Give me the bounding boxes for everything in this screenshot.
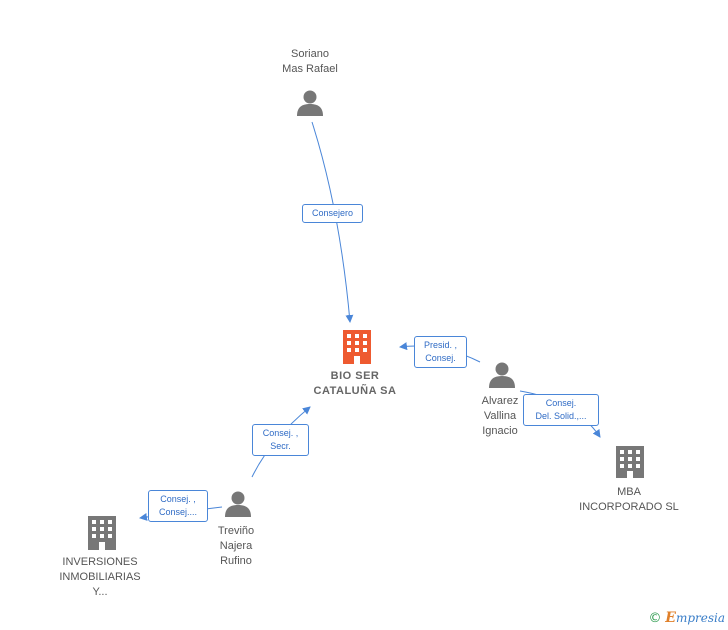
edge-label-consej-secr: Consej. , Secr.	[252, 424, 309, 456]
person-icon[interactable]	[225, 491, 251, 518]
building-icon[interactable]	[88, 516, 116, 550]
edge-label-consej-del-solid: Consej. Del. Solid.,...	[523, 394, 599, 426]
person-icon[interactable]	[297, 90, 323, 117]
edge-label-presid-consej: Presid. , Consej.	[414, 336, 467, 368]
person-icon[interactable]	[489, 362, 515, 389]
node-label-bio-ser[interactable]: BIO SER CATALUÑA SA	[313, 370, 397, 397]
node-label-trevino[interactable]: Treviño Najera Rufino	[217, 525, 255, 567]
brand-logo-letter: E	[665, 610, 676, 626]
copyright-symbol: ©	[648, 611, 662, 626]
edge-label-consejero: Consejero	[302, 204, 363, 223]
node-label-alvarez[interactable]: Alvarez Vallina Ignacio	[481, 395, 519, 437]
node-label-mba[interactable]: MBA INCORPORADO SL	[579, 486, 679, 513]
node-label-soriano[interactable]: Soriano Mas Rafael	[282, 48, 338, 75]
empresia-brand[interactable]: © Empresia	[648, 610, 725, 626]
edge-label-consej-consej: Consej. , Consej....	[148, 490, 208, 522]
node-label-inversiones[interactable]: INVERSIONES INMOBILIARIAS Y...	[59, 556, 141, 598]
building-icon[interactable]	[343, 330, 371, 364]
building-icon[interactable]	[616, 446, 644, 478]
brand-logo-text: mpresia	[675, 611, 725, 625]
